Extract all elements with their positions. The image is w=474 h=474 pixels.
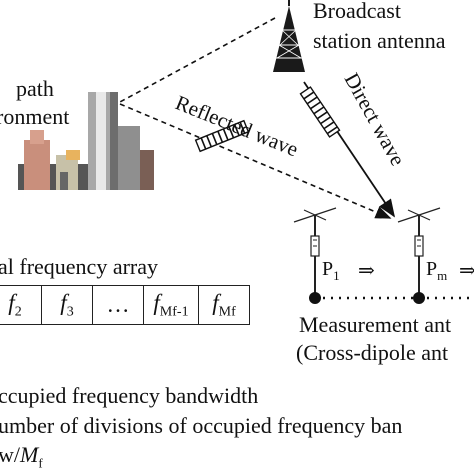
cross-dipole-antenna-2-icon <box>397 207 441 298</box>
freq-cell-base: f <box>60 289 67 315</box>
direct-wave-label: Direct wave <box>340 69 410 170</box>
legend-line-3-var: M <box>20 442 39 467</box>
arrow-2: ⇒ <box>459 260 474 282</box>
frequency-array-table: f2 f3 … fMf-1 fMf <box>0 285 250 325</box>
tower-to-building-line <box>119 17 276 103</box>
freq-cell-sub: Mf-1 <box>159 304 189 320</box>
p1-label: P1 <box>322 258 340 284</box>
freq-cell-sub: 3 <box>66 304 74 320</box>
freq-cell: f3 <box>41 285 93 325</box>
freq-cell-sub: 2 <box>14 304 22 320</box>
p1-base: P <box>322 258 334 280</box>
freq-cell: fMf <box>198 285 250 325</box>
legend-line-3-prefix: w/ <box>0 442 20 467</box>
array-label: al frequency array <box>0 254 159 279</box>
measurement-point-1 <box>309 292 321 304</box>
broadcast-label-line1: Broadcast <box>313 0 401 23</box>
direct-wave-packet-icon <box>299 86 341 138</box>
measurement-label-line1: Measurement ant <box>299 312 452 337</box>
pm-base: P <box>426 258 438 280</box>
legend-line-3-sub: f <box>38 455 43 471</box>
reflected-wave-label: Reflected wave <box>172 90 302 161</box>
building-to-receiver-line <box>119 103 392 219</box>
broadcast-label-line2: station antenna <box>313 28 446 53</box>
freq-cell-base: f <box>8 289 15 315</box>
multipath-label-line1: path <box>16 76 54 101</box>
measurement-label-line2: (Cross-dipole ant <box>296 340 449 365</box>
freq-cell-sub: Mf <box>218 304 236 320</box>
pm-label: Pm <box>426 258 447 284</box>
cross-dipole-antenna-1-icon <box>293 207 337 298</box>
multipath-label-line2: ronment <box>0 104 70 129</box>
buildings-icon <box>18 92 154 190</box>
reflected-wave-packet-icon <box>194 119 250 153</box>
freq-cell-base: f <box>212 289 219 315</box>
legend-line-1: ccupied frequency bandwidth <box>0 383 259 408</box>
freq-cell-base: f <box>153 289 160 315</box>
arrow-1: ⇒ <box>358 260 375 282</box>
freq-cell-base: … <box>106 292 130 317</box>
freq-cell: f2 <box>0 285 42 325</box>
pm-sub: m <box>437 268 448 283</box>
freq-cell: fMf-1 <box>143 285 199 325</box>
legend-line-3: w/Mf <box>0 442 43 471</box>
p1-sub: 1 <box>333 268 340 283</box>
broadcast-tower-icon <box>273 0 305 72</box>
legend-line-2: umber of divisions of occupied frequency… <box>0 413 403 438</box>
measurement-point-m <box>413 292 425 304</box>
freq-cell: … <box>92 285 144 325</box>
